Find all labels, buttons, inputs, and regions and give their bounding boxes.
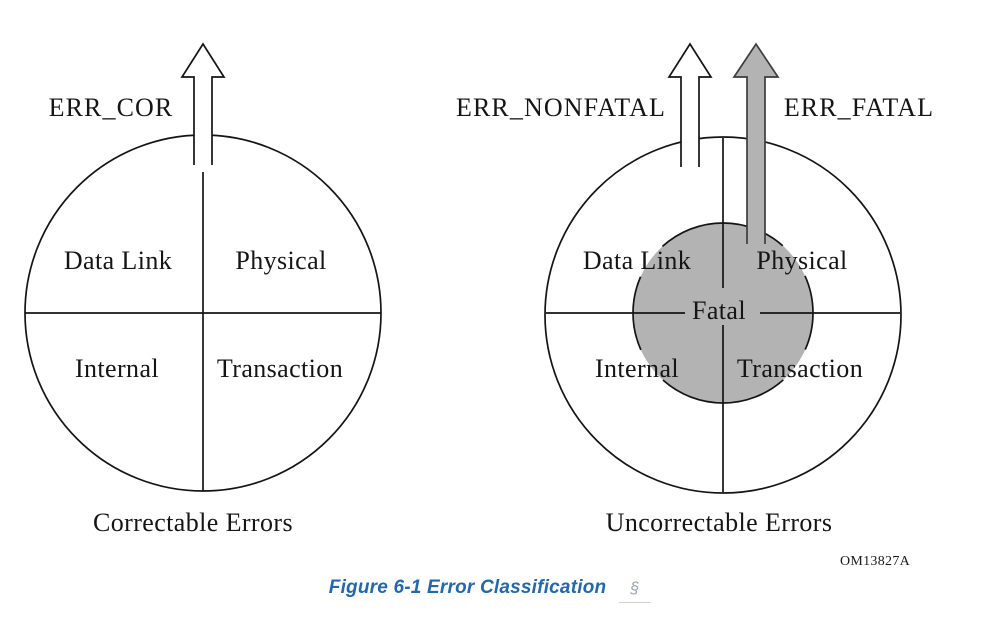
err-nonfatal-arrow-icon [667, 42, 713, 167]
err-cor-arrow-icon [180, 42, 226, 165]
err-fatal-arrow-icon [732, 42, 780, 244]
err-fatal-label: ERR_FATAL [783, 93, 935, 122]
uncorrectable-quadrant-physical: Physical [756, 246, 848, 275]
uncorrectable-circle [544, 136, 902, 494]
figure-caption: Figure 6-1 Error Classification [328, 577, 607, 598]
err-cor-label: ERR_COR [48, 93, 174, 122]
correctable-quadrant-transaction: Transaction [216, 354, 344, 383]
artwork-part-number: OM13827A [839, 554, 911, 569]
correctable-quadrant-data-link: Data Link [63, 246, 173, 275]
uncorrectable-quadrant-data-link: Data Link [582, 246, 692, 275]
figure-caption-row: Figure 6-1 Error Classification § [328, 577, 652, 603]
correctable-quadrant-physical: Physical [235, 246, 327, 275]
correctable-quadrant-internal: Internal [74, 354, 160, 383]
section-anchor-link[interactable]: § [618, 580, 652, 603]
uncorrectable-quadrant-internal: Internal [594, 354, 680, 383]
uncorrectable-errors-title: Uncorrectable Errors [605, 508, 833, 537]
err-nonfatal-label: ERR_NONFATAL [456, 93, 666, 122]
correctable-errors-title: Correctable Errors [93, 508, 293, 537]
fatal-center-label: Fatal [692, 296, 746, 325]
uncorrectable-quadrant-transaction: Transaction [736, 354, 864, 383]
